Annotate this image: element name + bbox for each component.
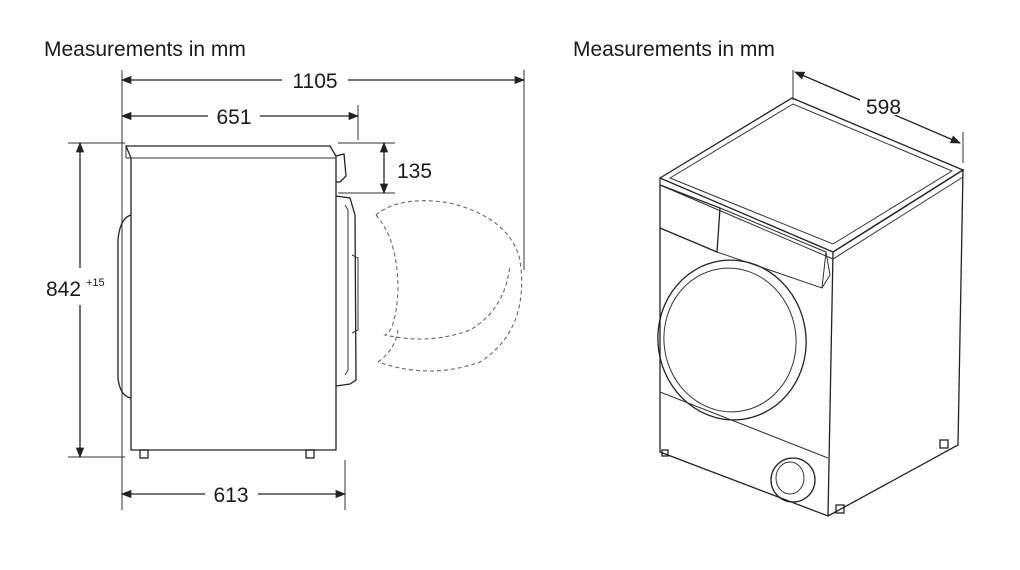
perspective-view: Measurements in mm 598 — [573, 38, 965, 517]
door-swing-dashed — [375, 200, 523, 372]
dim-width: 598 — [792, 70, 964, 163]
dryer-3d-outline — [657, 97, 965, 517]
right-title: Measurements in mm — [573, 38, 775, 61]
dim-width-label: 598 — [866, 96, 901, 119]
dryer-side-outline — [117, 145, 359, 459]
dim-total-depth-label: 1105 — [292, 70, 337, 93]
dim-height: 842 +15 — [46, 141, 125, 459]
dim-height-label: 842 — [46, 278, 81, 301]
dim-depth-body-label: 613 — [213, 484, 248, 507]
dim-top-offset-label: 135 — [397, 160, 432, 183]
dim-depth-door: 651 — [120, 106, 360, 129]
dim-height-tolerance: +15 — [86, 277, 105, 289]
dim-total-depth: 1105 — [120, 70, 526, 93]
dim-depth-door-label: 651 — [216, 106, 251, 129]
dim-top-offset: 135 — [338, 141, 432, 195]
left-title: Measurements in mm — [44, 38, 246, 61]
dim-depth-body: 613 — [120, 484, 347, 507]
side-view: Measurements in mm 1105 651 613 — [44, 38, 526, 510]
